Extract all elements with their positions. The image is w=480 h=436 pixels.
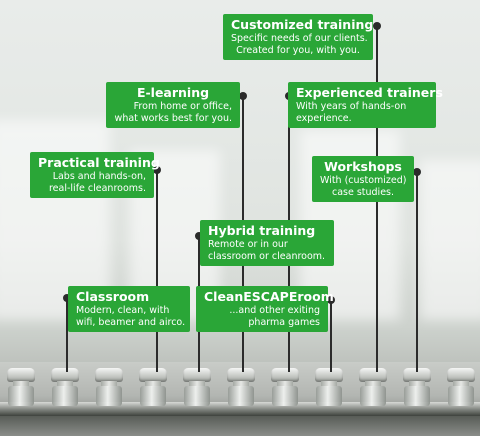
vial-icon <box>270 368 300 408</box>
vial-icon <box>50 368 80 408</box>
connector-line <box>330 300 332 372</box>
label-description: classroom or cleanroom. <box>208 250 326 262</box>
vial-icon <box>402 368 432 408</box>
label-description: From home or office, <box>133 101 232 112</box>
vial-icon <box>182 368 212 408</box>
label-description: real-life cleanrooms. <box>48 182 146 194</box>
label-classroom: Classroom Modern, clean, with wifi, beam… <box>68 286 190 332</box>
label-title: Workshops <box>324 159 402 174</box>
label-description: case studies. <box>331 186 395 198</box>
label-customized-training: Customized training Specific needs of ou… <box>223 14 373 60</box>
label-description: With (customized) <box>320 175 407 186</box>
vial-icon <box>94 368 124 408</box>
label-description: pharma games <box>248 316 320 328</box>
label-description: wifi, beamer and airco. <box>76 316 186 328</box>
connector-dot <box>327 296 335 304</box>
connector-line <box>416 172 418 372</box>
label-experienced-trainers: Experienced trainers With years of hands… <box>288 82 443 128</box>
label-description: Remote or in our <box>208 239 288 250</box>
vial-icon <box>446 368 476 408</box>
connector-dot <box>239 92 247 100</box>
conveyor-base <box>0 416 480 436</box>
vial-icon <box>358 368 388 408</box>
label-description: Modern, clean, with <box>76 305 170 316</box>
vial-icon <box>226 368 256 408</box>
label-title: Hybrid training <box>208 223 316 238</box>
vial-icon <box>314 368 344 408</box>
label-hybrid-training: Hybrid training Remote or in our classro… <box>200 220 334 266</box>
label-description: Created for you, with you. <box>236 44 360 56</box>
label-description: what works best for you. <box>114 112 232 124</box>
connector-dot <box>413 168 421 176</box>
label-practical-training: Practical training Labs and hands-on, re… <box>30 152 160 198</box>
label-title: Classroom <box>76 289 150 304</box>
label-description: ...and other exiting <box>229 305 320 316</box>
connector-dot <box>373 22 381 30</box>
label-description: experience. <box>296 112 352 124</box>
vial-icon <box>138 368 168 408</box>
connector-line <box>66 298 68 372</box>
label-title: Experienced trainers <box>296 85 443 100</box>
connector-dot <box>153 166 161 174</box>
label-e-learning: E-learning From home or office, what wor… <box>106 82 240 128</box>
label-cleanescaperoom: CleanESCAPEroom ...and other exiting pha… <box>196 286 334 332</box>
label-description: With years of hands-on <box>296 101 407 112</box>
label-title: Practical training <box>38 155 160 170</box>
label-title: CleanESCAPEroom <box>204 289 334 304</box>
connector-line <box>156 170 158 372</box>
connector-dot <box>195 232 203 240</box>
background-window <box>420 160 480 320</box>
vial-icon <box>6 368 36 408</box>
label-title: Customized training <box>231 17 374 32</box>
label-title: E-learning <box>136 85 210 100</box>
connector-dot <box>63 294 71 302</box>
label-workshops: Workshops With (customized) case studies… <box>312 156 414 202</box>
label-description: Specific needs of our clients. <box>231 33 368 44</box>
label-description: Labs and hands-on, <box>52 171 146 182</box>
